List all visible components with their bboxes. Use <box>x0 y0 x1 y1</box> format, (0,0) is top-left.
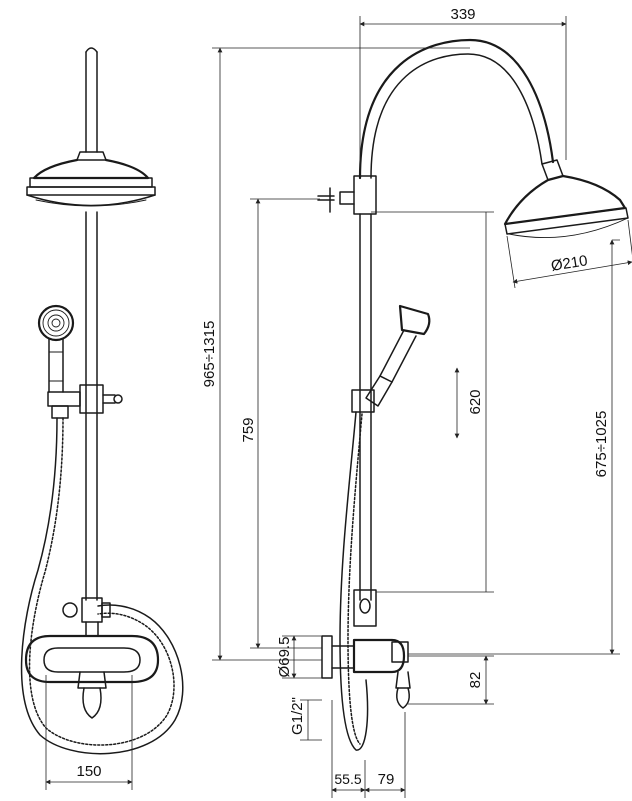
dim-339: 339 <box>359 6 567 176</box>
dim-total-height-label: 965÷1315 <box>201 321 218 388</box>
riser-cap <box>85 47 98 53</box>
dim-55-5-label: 55.5 <box>334 771 361 787</box>
dim-82-label: 82 <box>467 672 484 689</box>
dim-620: 620 <box>371 211 494 593</box>
shower-arm-outer <box>358 38 555 180</box>
dim-82: 82 <box>408 655 494 705</box>
hose-side <box>339 411 369 751</box>
hose-front <box>20 417 184 755</box>
mixer-side <box>321 635 411 709</box>
dim-head-height: 675÷1025 <box>408 239 620 655</box>
dim-head-diameter-label: Ø210 <box>550 252 589 275</box>
dim-150: 150 <box>45 675 133 790</box>
shower-arm-inner <box>370 53 543 179</box>
dim-head-height-label: 675÷1025 <box>593 411 610 478</box>
dim-339-label: 339 <box>450 6 475 23</box>
dim-flange: Ø69.5 <box>276 635 322 679</box>
diverter-side <box>353 589 377 627</box>
hand-shower-front <box>37 304 75 393</box>
dim-759-label: 759 <box>240 417 257 442</box>
dim-depth: 55.5 79 <box>331 700 406 798</box>
dim-thread: G1/2" <box>289 697 322 741</box>
dim-thread-label: G1/2" <box>289 697 306 735</box>
side-view: 339 Ø210 965÷1315 759 620 <box>201 6 632 798</box>
riser-side <box>359 213 372 601</box>
shower-head-side <box>503 174 629 239</box>
front-view: 150 <box>20 47 184 790</box>
riser-pipe <box>85 211 98 601</box>
riser-pipe-top <box>85 51 98 153</box>
dim-79-label: 79 <box>378 771 395 788</box>
mixer-front <box>24 597 160 719</box>
dim-759: 759 <box>240 198 322 649</box>
riser-clamp <box>317 175 377 215</box>
dim-head-diameter: Ø210 <box>506 219 632 289</box>
slide-bracket-front <box>47 384 123 419</box>
dim-620-label: 620 <box>467 389 484 414</box>
dim-150-label: 150 <box>76 763 101 780</box>
shower-head-front <box>26 151 156 207</box>
dim-flange-label: Ø69.5 <box>276 637 293 678</box>
hand-shower-side <box>351 304 431 413</box>
dim-total-height: 965÷1315 <box>201 47 470 661</box>
